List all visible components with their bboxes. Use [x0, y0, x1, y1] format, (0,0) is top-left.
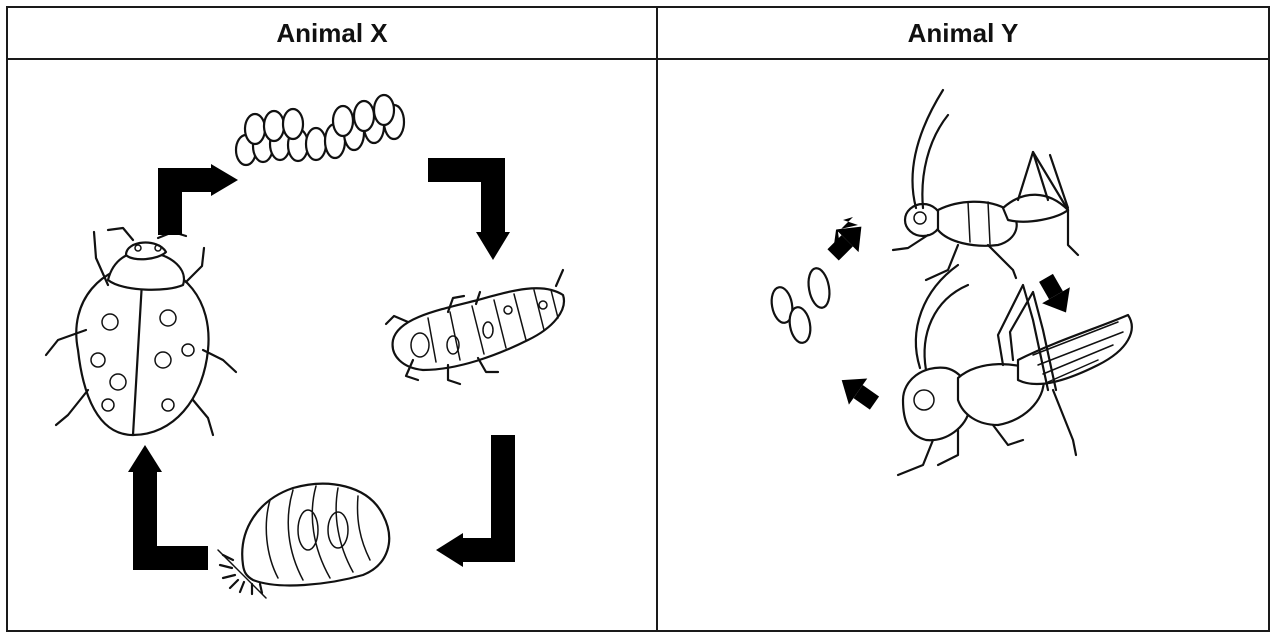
animal-y-header: Animal Y	[658, 8, 1268, 60]
egg-cluster-illustration	[236, 95, 404, 165]
life-cycle-comparison-table: Animal X Animal Y	[6, 6, 1270, 632]
animal-y-life-cycle-diagram	[658, 60, 1268, 630]
animal-x-header: Animal X	[8, 8, 658, 60]
adult-grasshopper-illustration	[898, 265, 1132, 475]
animal-x-panel	[8, 60, 658, 630]
animal-y-panel	[658, 60, 1268, 630]
pupa-illustration	[218, 484, 389, 598]
eggs-illustration	[769, 267, 832, 345]
larva-illustration	[386, 270, 564, 384]
animal-x-life-cycle-diagram	[8, 60, 656, 630]
adult-ladybug-illustration	[46, 228, 236, 435]
nymph-illustration	[893, 90, 1078, 280]
